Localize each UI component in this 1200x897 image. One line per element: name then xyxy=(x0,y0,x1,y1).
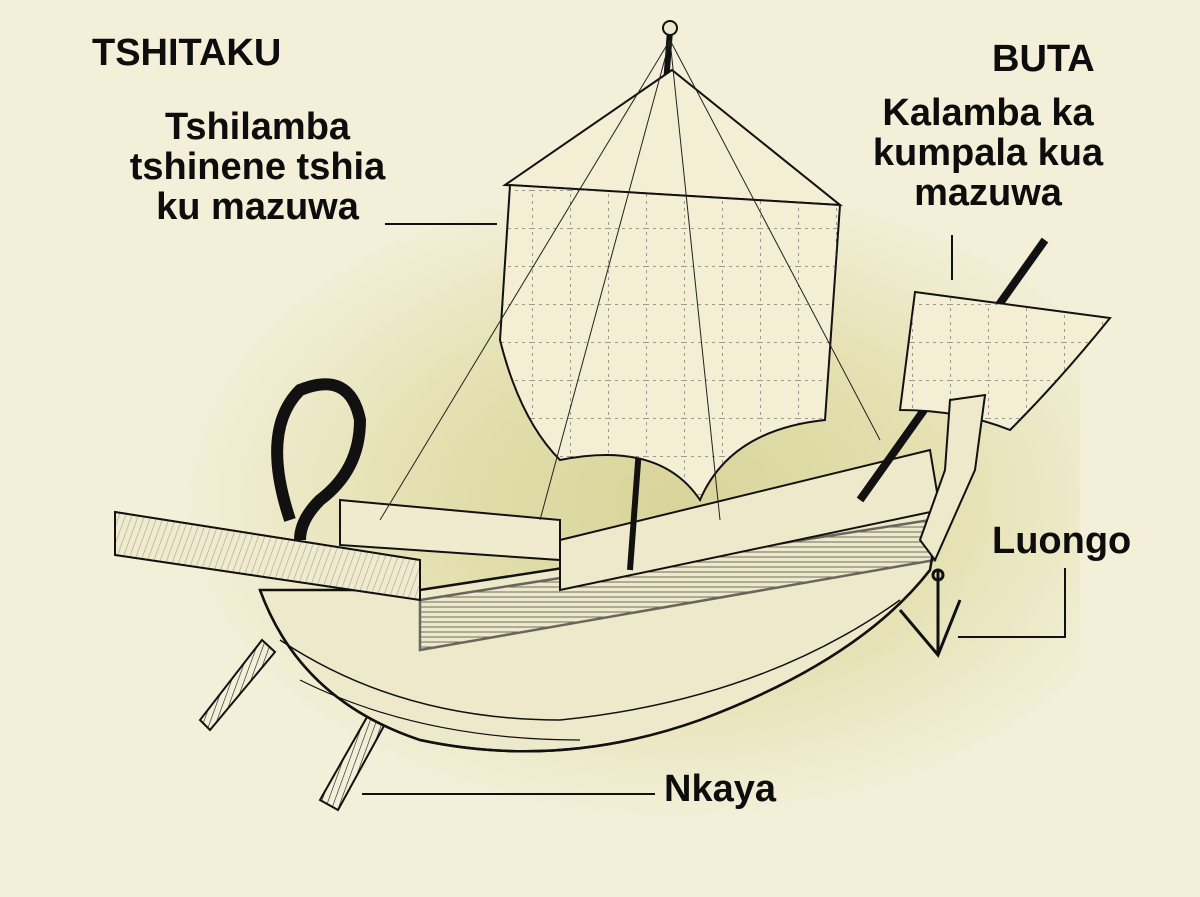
oar-leader-line xyxy=(362,793,655,795)
stern-ornament xyxy=(271,378,367,541)
foresail-label-line3: mazuwa xyxy=(914,171,1062,214)
anchor-label: Luongo xyxy=(992,520,1132,562)
anchor-leader-vertical xyxy=(1064,568,1066,638)
bow-title: BUTA xyxy=(992,38,1095,80)
mainsail-label-line1: Tshilamba xyxy=(164,106,351,148)
stern-title: TSHITAKU xyxy=(92,32,282,74)
foresail-leader-line xyxy=(951,235,953,280)
mainsail xyxy=(498,183,842,503)
rigging xyxy=(379,39,881,521)
stern-railing xyxy=(114,498,561,602)
anchor-drawing xyxy=(898,568,962,658)
mainsail-label-line2: tshinene tshia xyxy=(129,145,386,188)
foresail-label: Kalamba ka kumpala kua mazuwa xyxy=(848,92,1128,214)
mainsail-leader-line xyxy=(385,223,497,225)
mainsail-label-line3: ku mazuwa xyxy=(156,185,359,228)
foresail-label-line1: Kalamba ka xyxy=(882,92,1094,134)
topsail xyxy=(502,68,844,207)
foresail-label-line2: kumpala kua xyxy=(872,131,1104,174)
anchor-leader-horizontal xyxy=(958,636,1066,638)
bow-post xyxy=(918,393,987,562)
oar-label: Nkaya xyxy=(664,768,776,810)
mainsail-label: Tshilamba tshinene tshia ku mazuwa xyxy=(105,106,410,228)
